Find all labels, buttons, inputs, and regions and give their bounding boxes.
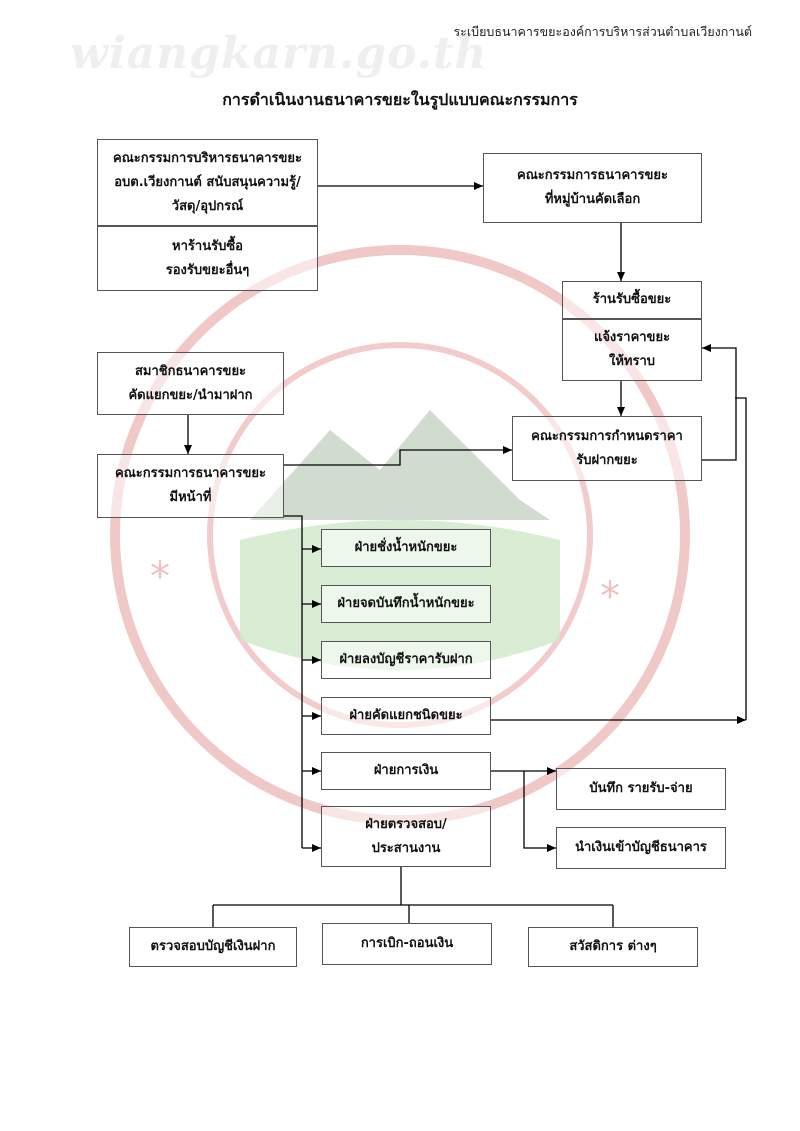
box-line: คัดแยกขยะ/นำมาฝาก [128,387,253,403]
box-line: ฝ่ายคัดแยกชนิดขยะ [349,708,463,723]
box-line: ฝ่ายการเงิน [373,763,439,778]
seal-star-left: * [150,554,170,600]
box-members: สมาชิกธนาคารขยะ คัดแยกขยะ/นำมาฝาก [97,352,284,415]
seal-star-right: * [600,574,620,620]
box-line: ให้ทราบ [608,354,656,369]
box-welfare: สวัสดิการ ต่างๆ [528,927,698,967]
box-line: มีหน้าที่ [169,490,212,505]
box-line: บันทึก รายรับ-จ่าย [589,781,693,796]
box-record-income: บันทึก รายรับ-จ่าย [556,768,726,810]
document-header: ระเบียบธนาคารขยะองค์การบริหารส่วนตำบลเวี… [453,24,752,39]
box-check-deposit: ตรวจสอบบัญชีเงินฝาก [129,927,297,967]
box-line: คณะกรรมการธนาคารขยะ [517,168,668,183]
line-sorting-return [735,397,747,720]
box-line: วัสดุ/อุปกรณ์ [171,198,244,214]
box-line: ร้านรับซื้อขยะ [592,292,672,307]
box-line: รองรับขยะอื่นๆ [165,262,250,278]
box-line: คณะกรรมการกำหนดราคา [531,428,683,444]
box-ledger: ฝ่ายลงบัญชีราคารับฝาก [321,641,491,679]
box-shop: ร้านรับซื้อขยะ [562,281,702,319]
box-withdraw: การเบิก-ถอนเงิน [322,923,492,965]
box-line: นำเงินเข้าบัญชีธนาคาร [575,840,707,855]
box-line: ประสานงาน [371,840,441,856]
box-record-weight: ฝ่ายจดบันทึกน้ำหนักขยะ [321,585,491,623]
box-line: ฝ่ายตรวจสอบ/ [365,816,447,832]
box-line: คณะกรรมการบริหารธนาคารขยะ [113,150,302,166]
box-line: การเบิก-ถอนเงิน [360,936,454,951]
box-bank-committee: คณะกรรมการธนาคารขยะ มีหน้าที่ [97,454,284,518]
box-line: คณะกรรมการธนาคารขยะ [115,466,266,481]
box-sorting: ฝ่ายคัดแยกชนิดขยะ [321,697,491,735]
box-line: แจ้งราคาขยะ [593,330,671,345]
box-line: ฝ่ายจดบันทึกน้ำหนักขยะ [337,596,475,611]
box-weigh: ฝ่ายชั่งน้ำหนักขยะ [321,529,491,567]
arrow-finance-to-deposit [523,771,556,852]
box-line: สมาชิกธนาคารขยะ [134,363,247,379]
box-line: อบต.เวียงกานต์ สนับสนุนความรู้/ [114,174,301,190]
box-line: หาร้านรับซื้อ [172,238,243,254]
box-finance: ฝ่ายการเงิน [321,752,491,790]
page-title: การดำเนินงานธนาคารขยะในรูปแบบคณะกรรมการ [222,90,578,109]
box-line: รับฝากขยะ [576,452,638,468]
box-line: ฝ่ายลงบัญชีราคารับฝาก [339,652,473,667]
box-line: สวัสดิการ ต่างๆ [569,939,657,954]
arrow-committee-to-price [284,446,512,466]
box-notify-price: แจ้งราคาขยะ ให้ทราบ [562,319,702,381]
box-line: ที่หมู่บ้านคัดเลือก [544,192,641,207]
box-village-committee: คณะกรรมการธนาคารขยะ ที่หมู่บ้านคัดเลือก [483,153,702,223]
box-admin-committee: คณะกรรมการบริหารธนาคารขยะ อบต.เวียงกานต์… [97,139,318,226]
box-find-buyer: หาร้านรับซื้อ รองรับขยะอื่นๆ [97,226,318,291]
box-price-committee: คณะกรรมการกำหนดราคา รับฝากขยะ [512,416,702,481]
box-deposit-bank: นำเงินเข้าบัญชีธนาคาร [556,827,726,869]
site-watermark: wiangkarn.go.th [70,28,488,79]
box-audit: ฝ่ายตรวจสอบ/ ประสานงาน [321,806,491,867]
arrow-price-loop [702,344,737,461]
box-line: ตรวจสอบบัญชีเงินฝาก [150,939,276,954]
branch-duties [284,515,303,848]
box-line: ฝ่ายชั่งน้ำหนักขยะ [354,540,458,555]
